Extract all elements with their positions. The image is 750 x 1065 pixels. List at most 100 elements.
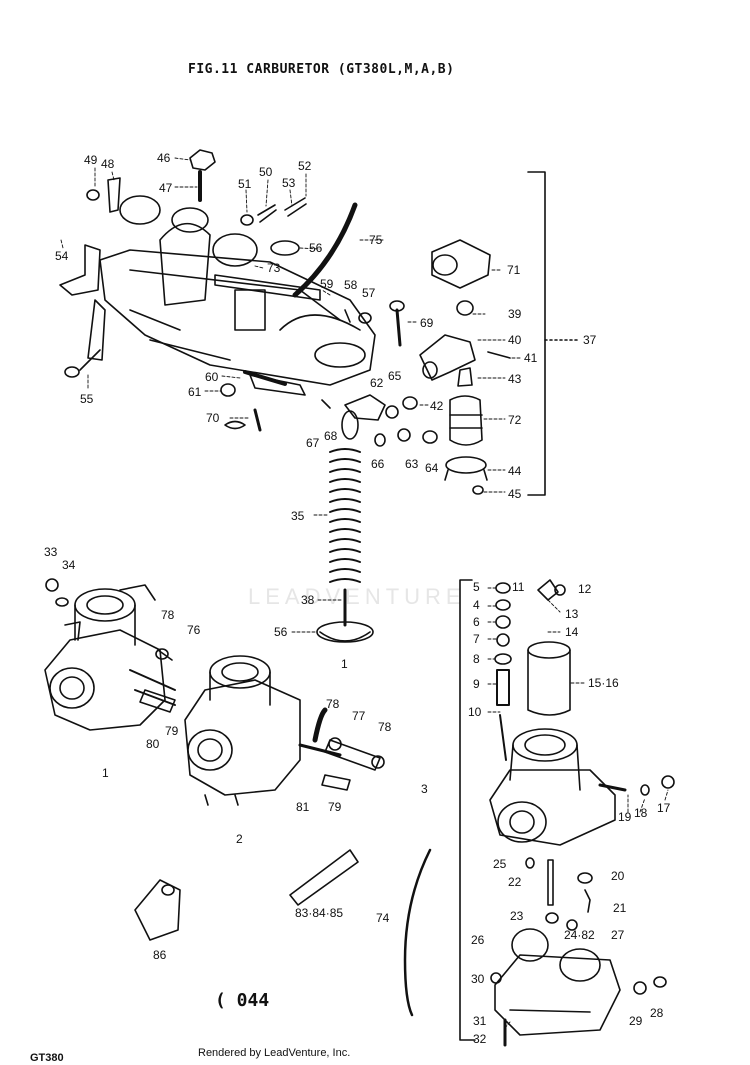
callout-24-82: 24·82: [564, 928, 595, 942]
callout-44: 44: [508, 464, 522, 478]
callout-5: 5: [473, 580, 480, 594]
callout-27: 27: [611, 928, 625, 942]
callout-63: 63: [405, 457, 419, 471]
callout-67: 67: [306, 436, 320, 450]
callout-23: 23: [510, 909, 524, 923]
choke-cap-71: [431, 239, 491, 289]
callout-17: 17: [657, 801, 671, 815]
boot-72: [449, 395, 483, 446]
callout-6: 6: [473, 615, 480, 629]
callout-76: 76: [187, 623, 201, 637]
screws-33-34: [45, 578, 69, 607]
callout-1-seat: 1: [341, 657, 348, 671]
callout-8: 8: [473, 652, 480, 666]
callout-78-b: 78: [326, 697, 340, 711]
callout-54: 54: [55, 249, 69, 263]
throttle-spring-35: [329, 448, 361, 583]
callout-51: 51: [238, 177, 252, 191]
callout-73: 73: [267, 261, 281, 275]
callout-13: 13: [565, 607, 579, 621]
nut-39: [456, 300, 474, 316]
callout-26: 26: [471, 933, 485, 947]
page-code: ( 044: [215, 990, 270, 1011]
clamp-86: [134, 879, 181, 941]
pin-41: [487, 351, 511, 359]
figure-title: FIG.11 CARBURETOR (GT380L,M,A,B): [188, 62, 455, 77]
callout-4: 4: [473, 598, 480, 612]
callout-70: 70: [206, 411, 220, 425]
carburetor-body-right: [489, 728, 675, 846]
callout-64: 64: [425, 461, 439, 475]
upper-carburetor-body: [99, 195, 376, 396]
slide-15-16: [527, 641, 571, 716]
callout-33: 33: [44, 545, 58, 559]
callout-69: 69: [420, 316, 434, 330]
callout-59: 59: [320, 277, 334, 291]
jet-parts-22-25-20-21: [525, 857, 593, 931]
small-screws: [86, 177, 307, 226]
callout-46: 46: [157, 151, 171, 165]
callout-40: 40: [508, 333, 522, 347]
hoses-76-78-79-80-77: [139, 648, 385, 791]
callout-81: 81: [296, 800, 310, 814]
callout-56-top: 56: [309, 241, 323, 255]
callout-7: 7: [473, 632, 480, 646]
callout-22: 22: [508, 875, 522, 889]
callout-83-84-85: 83·84·85: [295, 906, 344, 920]
callout-53: 53: [282, 176, 296, 190]
callout-35: 35: [291, 509, 305, 523]
callout-42: 42: [430, 399, 444, 413]
callout-56-seat: 56: [274, 625, 288, 639]
callout-37: 37: [583, 333, 597, 347]
callout-61: 61: [188, 385, 202, 399]
callout-71: 71: [507, 263, 521, 277]
top-cap-parts: [494, 579, 566, 761]
callout-72: 72: [508, 413, 522, 427]
callout-79-b: 79: [328, 800, 342, 814]
callout-29: 29: [629, 1014, 643, 1028]
model-label: GT380: [30, 1052, 64, 1064]
callout-50: 50: [259, 165, 273, 179]
callout-30: 30: [471, 972, 485, 986]
clamp-44: [444, 456, 488, 481]
callout-20: 20: [611, 869, 625, 883]
callout-65: 65: [388, 369, 402, 383]
callout-41: 41: [524, 351, 538, 365]
callout-74: 74: [376, 911, 390, 925]
watermark: LEADVENTURE: [248, 584, 466, 609]
callout-78-c: 78: [378, 720, 392, 734]
leader-lines: [60, 157, 669, 1029]
callout-1: 1: [102, 766, 109, 780]
callout-86: 86: [153, 948, 167, 962]
callout-10: 10: [468, 705, 482, 719]
bracket-arm: [59, 244, 106, 378]
callout-34: 34: [62, 558, 76, 572]
callout-80: 80: [146, 737, 160, 751]
callout-32: 32: [473, 1032, 487, 1046]
callout-57: 57: [362, 286, 376, 300]
callout-28: 28: [650, 1006, 664, 1020]
hose-75: [292, 202, 358, 298]
callout-45: 45: [508, 487, 522, 501]
callout-38: 38: [301, 593, 315, 607]
callout-43: 43: [508, 372, 522, 386]
callout-79-a: 79: [165, 724, 179, 738]
callout-2: 2: [236, 832, 243, 846]
callout-52: 52: [298, 159, 312, 173]
callout-21: 21: [613, 901, 627, 915]
elbow-40: [419, 334, 476, 381]
callout-68: 68: [324, 429, 338, 443]
adjuster-knob: [189, 149, 216, 202]
o-ring-56: [270, 240, 300, 256]
hose-83-84-85: [289, 849, 359, 906]
float-bowl-parts: [490, 928, 667, 1047]
callout-48: 48: [101, 157, 115, 171]
screw-45: [472, 485, 484, 495]
callout-78-a: 78: [161, 608, 175, 622]
callout-11: 11: [512, 580, 525, 594]
seat-56: [316, 621, 374, 643]
callout-31: 31: [473, 1014, 487, 1028]
callout-14: 14: [565, 625, 579, 639]
